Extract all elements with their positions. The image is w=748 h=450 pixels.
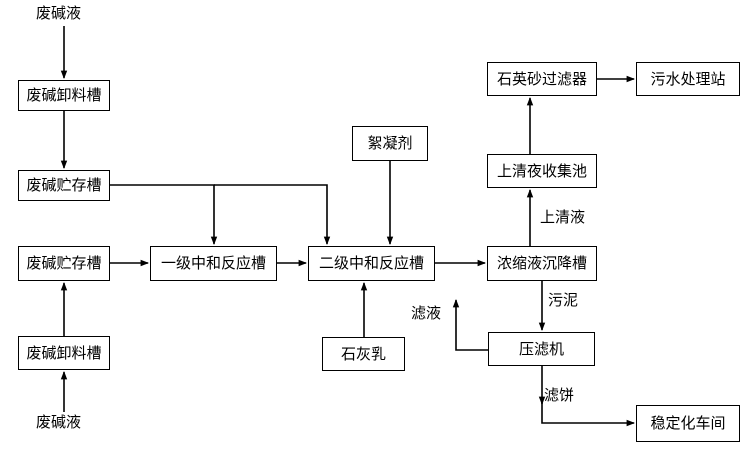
edge-label-waste-alkali-bottom: 废碱液 xyxy=(36,413,82,431)
node-unload-bottom[interactable]: 废碱卸料槽 xyxy=(18,336,110,370)
node-unload-top[interactable]: 废碱卸料槽 xyxy=(18,80,110,111)
node-settling-tank[interactable]: 浓缩液沉降槽 xyxy=(487,246,597,281)
edge-label-filter-cake: 滤饼 xyxy=(544,386,575,404)
node-sewage-station[interactable]: 污水处理站 xyxy=(636,62,740,96)
edge-store-top-bus xyxy=(110,184,218,245)
edge-label-sludge: 污泥 xyxy=(548,291,579,309)
edge-label-waste-alkali-top: 废碱液 xyxy=(36,4,82,22)
node-stabilize-shop[interactable]: 稳定化车间 xyxy=(636,405,740,442)
edge-label-supernatant: 上清液 xyxy=(540,208,586,226)
node-reactor-two[interactable]: 二级中和反应槽 xyxy=(308,246,435,281)
node-store-top[interactable]: 废碱贮存槽 xyxy=(18,170,110,201)
edge-filtrate-return xyxy=(452,299,488,351)
node-reactor-one[interactable]: 一级中和反应槽 xyxy=(150,246,277,281)
node-sand-filter[interactable]: 石英砂过滤器 xyxy=(487,62,597,96)
node-store-bottom[interactable]: 废碱贮存槽 xyxy=(18,246,110,281)
node-supernatant-pool[interactable]: 上清夜收集池 xyxy=(487,154,597,188)
node-flocculant[interactable]: 絮凝剂 xyxy=(352,126,428,161)
edge-label-filtrate: 滤液 xyxy=(411,304,442,322)
edge-store-top-bus-right xyxy=(214,184,331,245)
node-lime-milk[interactable]: 石灰乳 xyxy=(322,337,405,371)
node-filter-press[interactable]: 压滤机 xyxy=(488,332,595,366)
